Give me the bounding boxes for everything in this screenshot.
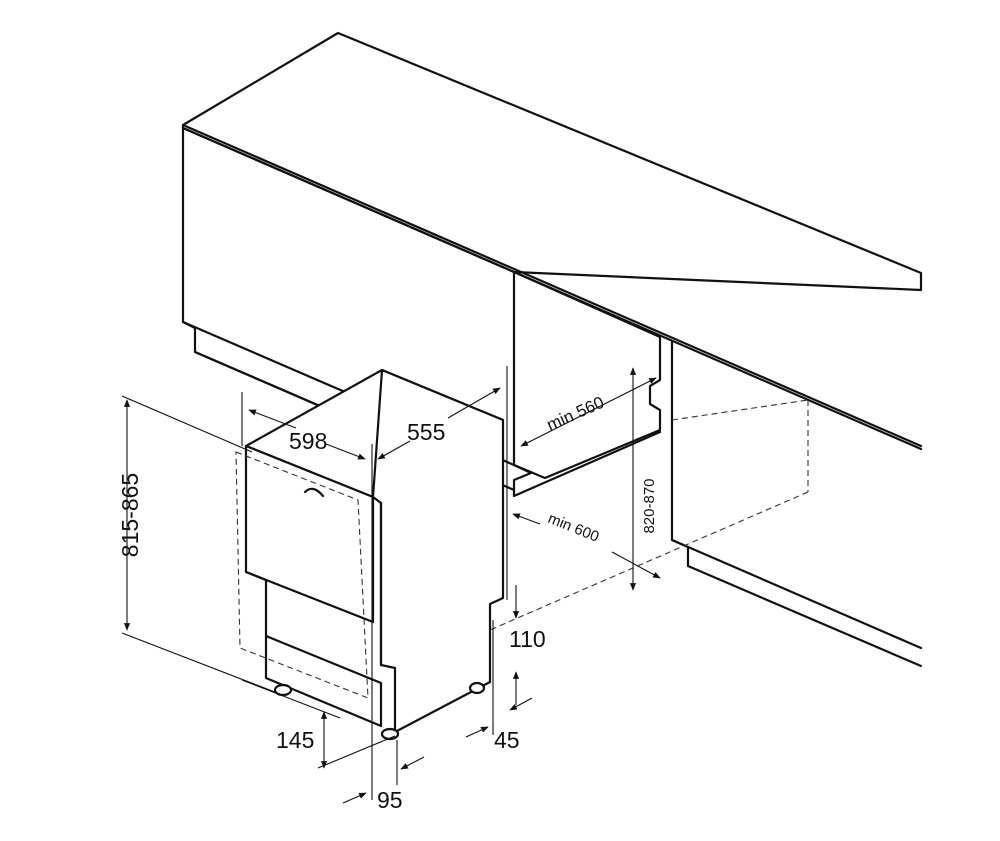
dim-plinth-setback-lines [465, 620, 533, 738]
dim-width-lines [241, 392, 373, 800]
dim-height-range: 815-865 [117, 473, 143, 557]
dim-foot-height-lines [241, 679, 396, 769]
dim-depth: 555 [407, 419, 445, 445]
dim-niche-height-range: 820-870 [641, 478, 658, 533]
dim-plinth-setback: 45 [494, 727, 520, 753]
niche-outline [489, 399, 809, 631]
countertop [181, 31, 923, 451]
dim-foot-offset-lines [342, 740, 425, 804]
dim-foot-offset: 95 [377, 787, 403, 813]
dim-niche-depth: min 600 [546, 510, 602, 546]
dim-height-lines [121, 395, 281, 695]
right-cabinet [512, 270, 923, 668]
dim-plinth-height: 110 [509, 626, 546, 652]
dim-depth-lines [377, 366, 508, 600]
dim-foot-height: 145 [276, 727, 314, 753]
dim-width: 598 [289, 428, 327, 454]
dishwasher [235, 368, 505, 741]
dim-niche-width: min 560 [544, 393, 607, 435]
